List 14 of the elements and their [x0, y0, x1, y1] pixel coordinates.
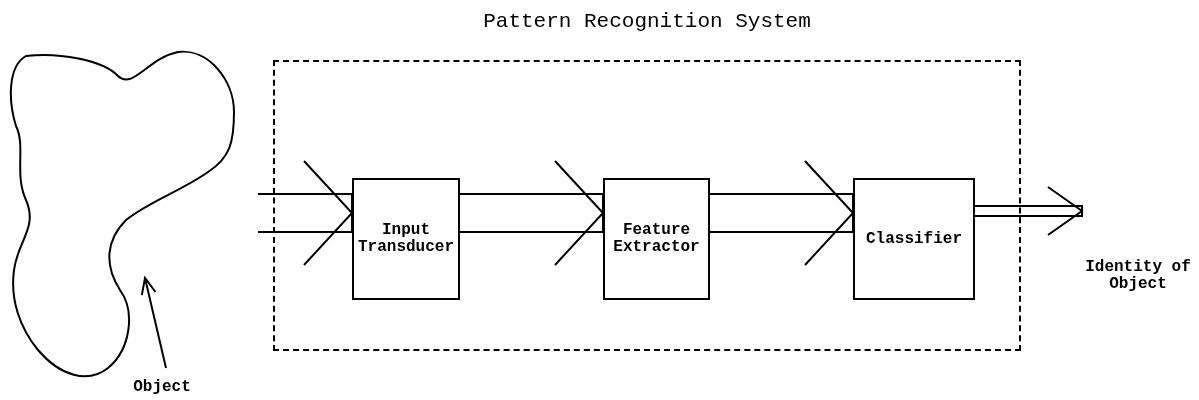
block-label: Classifier — [866, 230, 962, 248]
leader-arrow — [140, 277, 167, 369]
block-label: Input Transducer — [357, 222, 455, 256]
boundary-label: Pattern Recognition System — [483, 9, 811, 35]
double-line-arrow — [459, 160, 604, 266]
process-box — [352, 178, 460, 300]
double-line-arrow — [709, 160, 854, 266]
text-label: Identity of Object — [1084, 259, 1192, 293]
process-box — [603, 178, 710, 300]
text-label: Object — [133, 379, 191, 396]
process-box — [853, 178, 975, 300]
block-label: Feature Extractor — [612, 222, 701, 256]
double-line-arrow — [974, 186, 1083, 236]
double-line-arrow — [257, 160, 353, 266]
